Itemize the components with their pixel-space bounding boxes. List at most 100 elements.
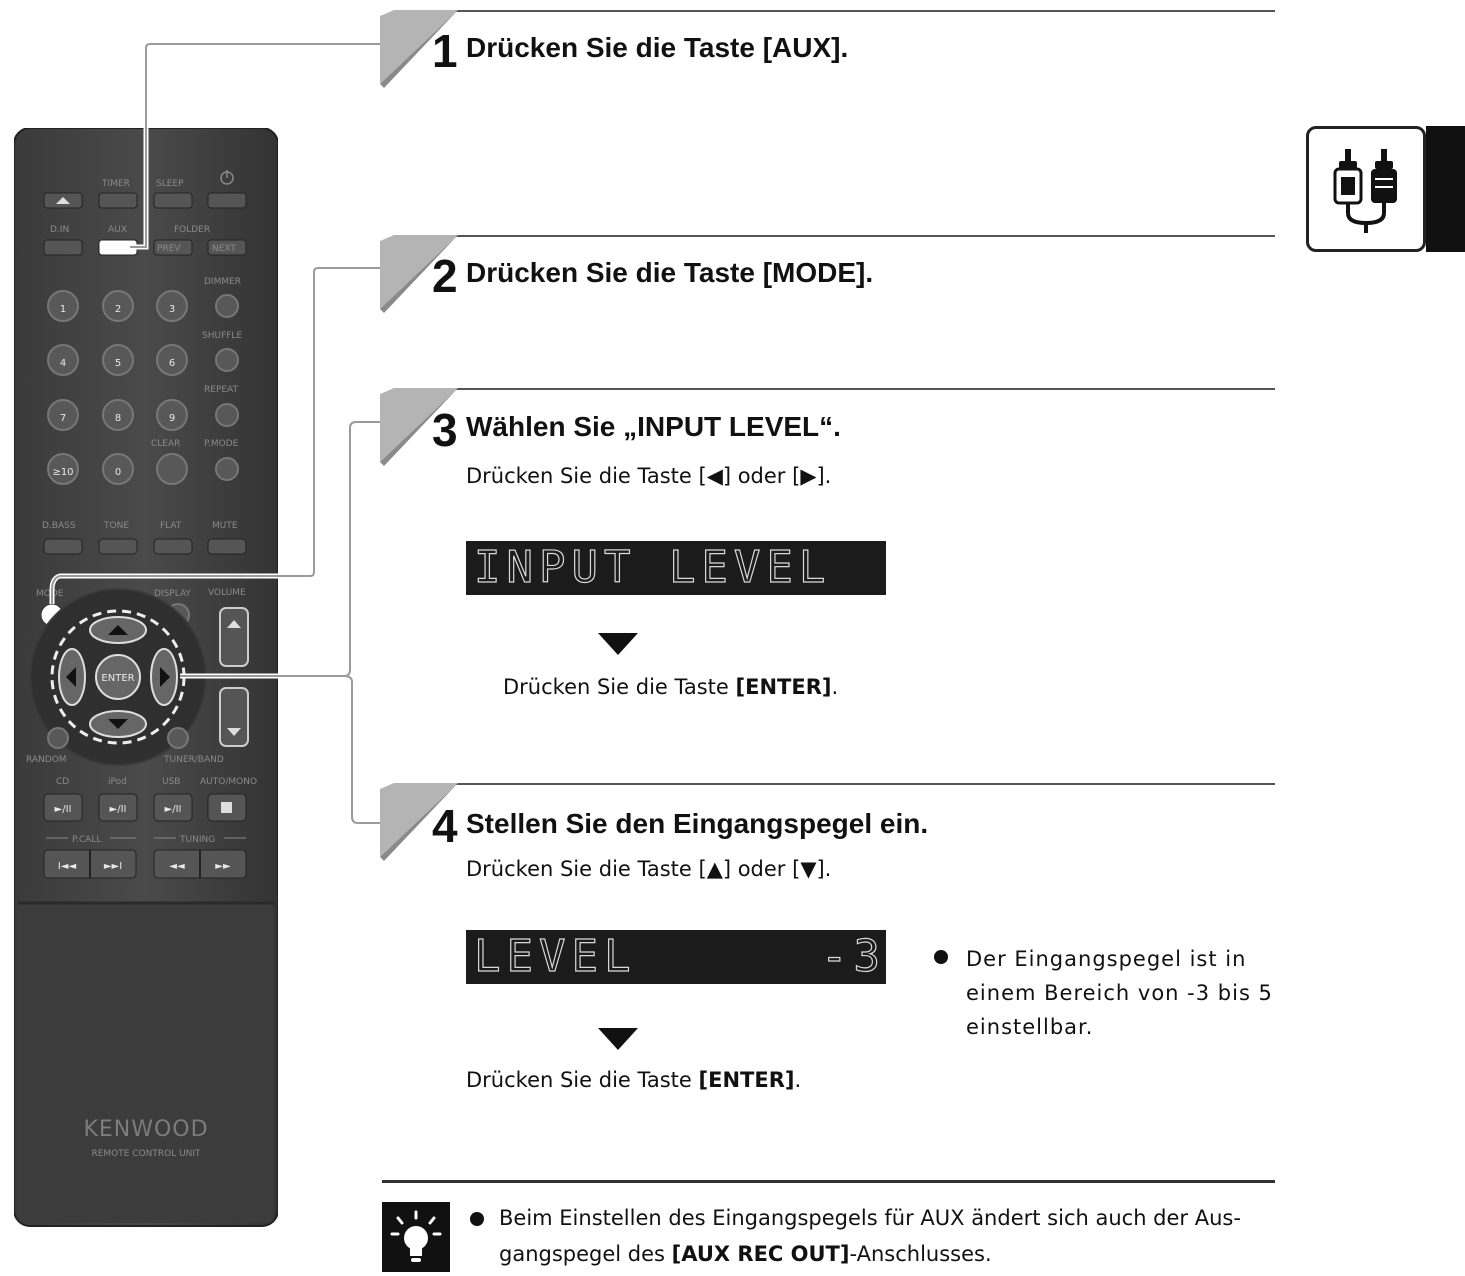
step-1-rule [455,10,1275,12]
flat-label: FLAT [160,521,182,531]
shuffle-label: SHUFFLE [202,331,242,341]
tuning-label: TUNING [179,835,215,845]
flat-button[interactable] [153,538,193,555]
prev-label: PREV [157,244,181,254]
stop-icon [221,802,232,813]
skip-forward-icon: ►►I [104,861,122,872]
right-arrow-icon [160,667,170,687]
step-4-title: Stellen Sie den Eingangspegel ein. [466,808,929,839]
left-arrow-icon [66,667,76,687]
right-arrow-icon: ▶ [800,464,817,488]
dimmer-label: DIMMER [204,277,241,287]
timer-label: TIMER [101,179,130,189]
clear-label: CLEAR [151,439,180,449]
playmode-button[interactable] [47,727,69,749]
ipod-label: iPod [108,777,127,787]
mode-label: MODE [36,589,64,599]
sleep-label: SLEEP [156,179,184,189]
enter-button[interactable] [95,654,141,700]
svg-text:7: 7 [60,413,66,424]
step-3-instruction: Drücken Sie die Taste [◀] oder [▶]. [466,464,832,488]
aux-label: AUX [108,225,127,235]
tip-line-2: gangspegel des [AUX REC OUT]-Anschlusses… [499,1242,992,1266]
step-1-title: Drücken Sie die Taste [AUX]. [466,32,849,63]
step-badge-3 [380,388,458,466]
aux-section-tab [1306,126,1426,252]
brand-logo: KENWOOD [83,1117,208,1142]
mute-label: MUTE [212,521,238,531]
down-arrow-icon: ▼ [800,857,817,881]
svg-text:3: 3 [169,304,175,315]
mute-button[interactable] [207,538,247,555]
cd-play-button[interactable] [43,793,83,822]
down-arrow-icon [108,719,128,729]
next-label: NEXT [212,244,236,254]
play-pause-icon: ►/II [110,804,127,815]
shuffle-button[interactable] [215,348,239,372]
svg-text:0: 0 [115,467,121,478]
volume-up-button[interactable] [219,607,249,667]
level-range-note: Der Eingangspegel ist in einem Bereich v… [966,947,1273,1039]
volume-label: VOLUME [208,588,246,598]
tip-rule [382,1180,1275,1183]
skip-back-icon: I◄◄ [58,861,77,872]
dbass-label: D.BASS [42,521,76,531]
up-arrow-icon: ▲ [706,857,723,881]
lightbulb-icon [382,1202,450,1272]
aux-button[interactable] [98,239,138,256]
tuner-band-button[interactable] [167,727,189,749]
remote-control-illustration: TIMER SLEEP D.IN AUX FOLDER PREV NEXT DI… [14,128,278,1227]
step-badge-2 [380,235,458,313]
left-arrow-icon: ◀ [706,464,723,488]
volume-down-icon [227,728,241,736]
folder-label: FOLDER [174,225,210,235]
ipod-play-button[interactable] [98,793,138,822]
svg-text:5: 5 [115,358,121,369]
fast-forward-icon: ►► [215,861,231,872]
step-2-rule [455,235,1275,237]
tone-label: TONE [103,521,129,531]
clear-button[interactable] [156,453,188,485]
pmode-button[interactable] [215,457,239,481]
random-label: RANDOM [26,755,67,765]
din-button[interactable] [43,239,83,256]
usb-label: USB [162,777,180,787]
remote-subtitle: REMOTE CONTROL UNIT [91,1149,201,1159]
down-arrow-icon [598,1028,638,1050]
din-label: D.IN [50,225,69,235]
step-3-rule [455,388,1275,390]
step-2-number: 2 [432,250,458,302]
tip-line-1: Beim Einstellen des Eingangspegels für A… [499,1206,1241,1230]
repeat-label: REPEAT [204,385,239,395]
timer-button[interactable] [98,192,138,209]
eject-icon [56,197,70,204]
usb-play-button[interactable] [153,793,193,822]
svg-text:8: 8 [115,413,121,424]
play-pause-icon: ►/II [55,804,72,815]
dimmer-button[interactable] [215,294,239,318]
step-4-confirm: Drücken Sie die Taste [ENTER]. [466,1068,802,1092]
rewind-icon: ◄◄ [169,861,185,872]
svg-text:≥10: ≥10 [52,467,73,478]
step-badge-4 [380,783,458,861]
dbass-button[interactable] [43,538,83,555]
sleep-button[interactable] [153,192,193,209]
svg-text:9: 9 [169,413,175,424]
step-1-number: 1 [432,25,458,77]
bullet-icon [470,1212,484,1226]
step-3-confirm: Drücken Sie die Taste [ENTER]. [503,675,839,699]
pcall-label: P.CALL [72,835,101,845]
rca-plug-icon [1333,149,1397,233]
step-2-title: Drücken Sie die Taste [MODE]. [466,257,874,288]
svg-text:2: 2 [115,304,121,315]
volume-down-button[interactable] [219,687,249,747]
lcd-display-input-level: INPUT LEVEL [466,541,886,595]
chapter-side-tab [1426,126,1465,252]
svg-text:6: 6 [169,358,175,369]
tone-button[interactable] [98,538,138,555]
repeat-button[interactable] [215,403,239,427]
cd-label: CD [56,777,69,787]
step-4-rule [455,783,1275,785]
power-button[interactable] [207,192,247,209]
bullet-icon [934,950,948,964]
